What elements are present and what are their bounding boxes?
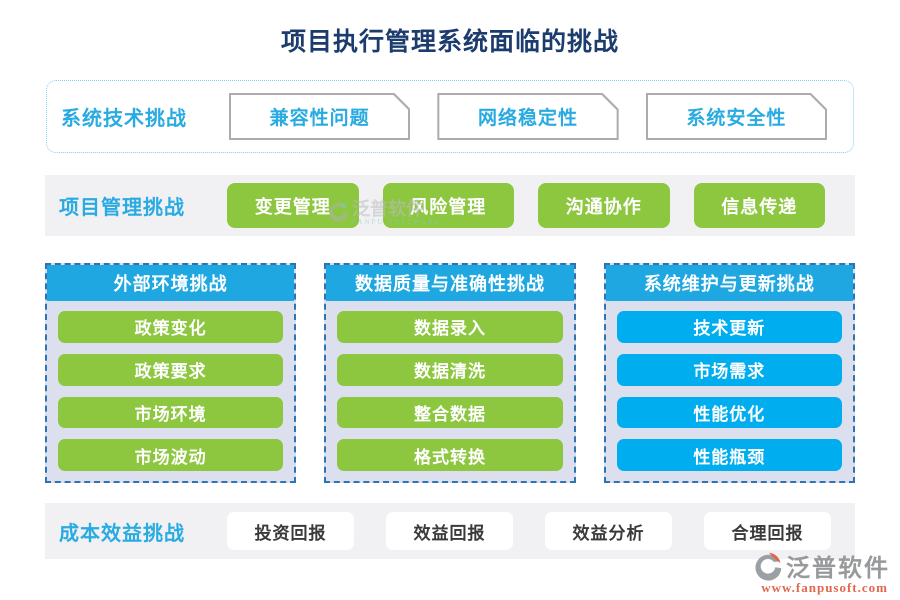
cost-buttons: 投资回报 效益回报 效益分析 合理回报 — [227, 512, 831, 550]
column-item: 性能瓶颈 — [616, 439, 842, 471]
column-item: 市场需求 — [616, 353, 842, 386]
pm-item-change: 变更管理 — [227, 183, 359, 228]
column-item: 政策变化 — [58, 311, 284, 343]
footer-url: www.fanpusoft.com — [761, 580, 888, 595]
pm-item-risk: 风险管理 — [382, 183, 514, 228]
column-header: 系统维护与更新挑战 — [605, 265, 853, 301]
cost-item-roi: 投资回报 — [227, 512, 354, 550]
column-maintenance-update: 系统维护与更新挑战 技术更新 市场需求 性能优化 性能瓶颈 — [603, 263, 855, 483]
section-tech: 系统技术挑战 兼容性问题 网络稳定性 系统安全性 — [46, 80, 854, 153]
column-item: 整合数据 — [337, 396, 563, 429]
column-data-quality: 数据质量与准确性挑战 数据录入 数据清洗 整合数据 格式转换 — [324, 263, 576, 483]
section-pm-label: 项目管理挑战 — [59, 197, 185, 219]
tech-boxes: 兼容性问题 网络稳定性 系统安全性 — [229, 93, 827, 140]
column-body: 政策变化 政策要求 市场环境 市场波动 — [47, 301, 294, 481]
tech-box-security: 系统安全性 — [646, 93, 827, 140]
column-item: 技术更新 — [616, 311, 842, 343]
tech-box-label: 兼容性问题 — [231, 95, 408, 138]
section-pm: 项目管理挑战 变更管理 风险管理 沟通协作 信息传递 泛普软件 FANPU SO… — [45, 175, 855, 236]
column-item: 性能优化 — [616, 396, 842, 429]
cost-item-benefit-analysis: 效益分析 — [545, 512, 672, 550]
column-item: 市场波动 — [58, 439, 284, 471]
column-item: 政策要求 — [58, 353, 284, 386]
page-title: 项目执行管理系统面临的挑战 — [280, 29, 619, 56]
column-item: 数据清洗 — [337, 353, 563, 386]
column-item: 数据录入 — [337, 311, 563, 343]
pm-item-information: 信息传递 — [693, 183, 825, 228]
tech-box-label: 系统安全性 — [648, 95, 825, 138]
fanpu-logo-icon — [755, 552, 782, 581]
tech-box-network: 网络稳定性 — [437, 93, 618, 140]
footer-logo: 泛普软件 www.fanpusoft.com — [752, 548, 890, 596]
column-external-environment: 外部环境挑战 政策变化 政策要求 市场环境 市场波动 — [45, 263, 297, 483]
tech-box-compatibility: 兼容性问题 — [229, 93, 410, 140]
column-item: 格式转换 — [337, 439, 563, 471]
section-tech-label: 系统技术挑战 — [61, 108, 187, 130]
column-item: 市场环境 — [58, 396, 284, 429]
pm-item-communication: 沟通协作 — [538, 183, 670, 228]
column-header: 外部环境挑战 — [47, 265, 295, 301]
section-cost: 成本效益挑战 投资回报 效益回报 效益分析 合理回报 — [45, 503, 855, 559]
pm-buttons: 变更管理 风险管理 沟通协作 信息传递 — [227, 183, 825, 228]
challenge-columns: 外部环境挑战 政策变化 政策要求 市场环境 市场波动 数据质量与准确性挑战 数据… — [45, 263, 855, 483]
tech-box-label: 网络稳定性 — [439, 95, 616, 138]
cost-item-reasonable-return: 合理回报 — [704, 512, 831, 550]
column-header: 数据质量与准确性挑战 — [326, 265, 574, 301]
footer-brand-name: 泛普软件 — [786, 556, 890, 582]
section-cost-label: 成本效益挑战 — [59, 522, 185, 545]
cost-item-benefit-return: 效益回报 — [386, 512, 513, 550]
column-body: 技术更新 市场需求 性能优化 性能瓶颈 — [606, 301, 853, 481]
column-body: 数据录入 数据清洗 整合数据 格式转换 — [326, 301, 573, 481]
